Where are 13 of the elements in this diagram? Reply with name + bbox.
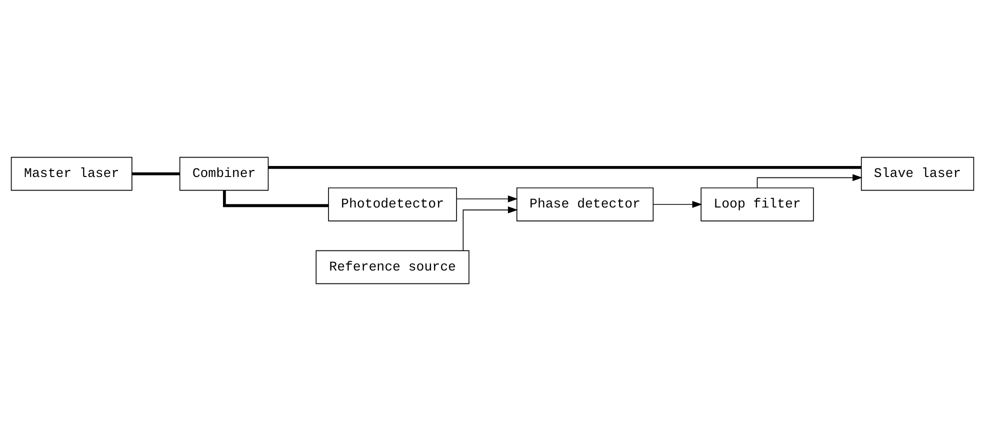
node-box: Combiner	[179, 156, 269, 190]
connector	[268, 166, 862, 168]
arrow	[756, 174, 862, 188]
arrow	[462, 206, 518, 251]
node-box: Photodetector	[328, 186, 457, 221]
node-box: Loop filter	[700, 186, 814, 221]
node-box: Reference source	[316, 250, 470, 284]
connector	[132, 172, 180, 175]
arrow	[652, 200, 702, 208]
node-box: Slave laser	[860, 156, 974, 190]
node-box: Phase detector	[516, 186, 654, 221]
arrow	[456, 194, 518, 202]
node-box: Master laser	[10, 156, 132, 190]
